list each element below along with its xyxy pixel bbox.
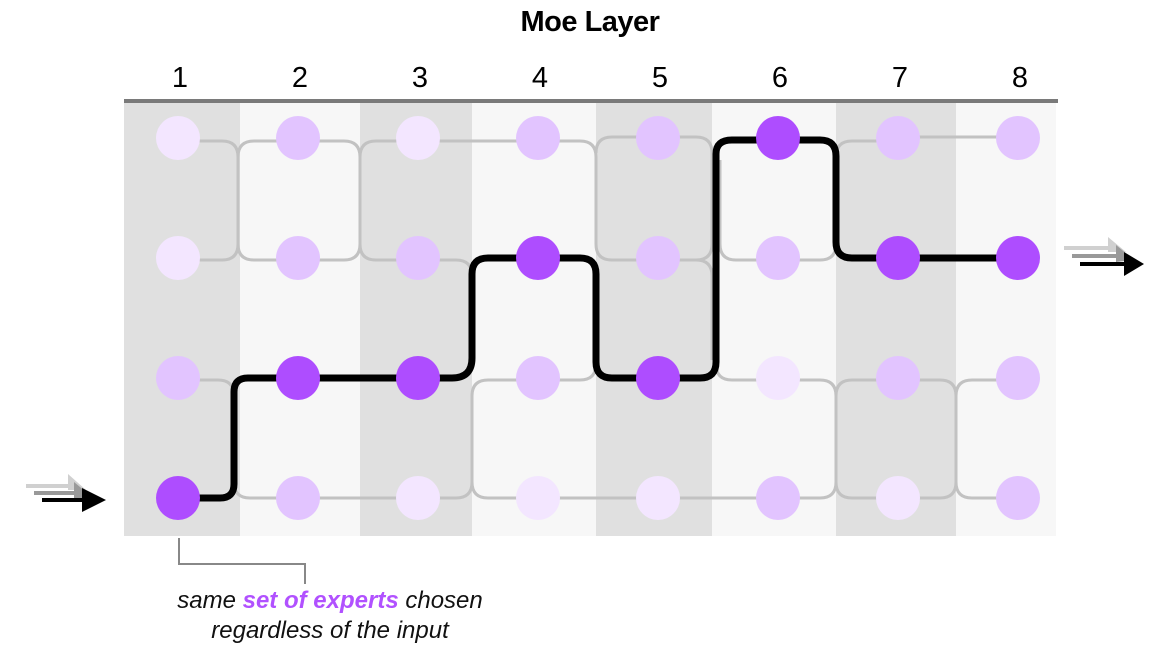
band-4 bbox=[472, 103, 596, 536]
expert-node-l4-r2-selected bbox=[516, 236, 560, 280]
expert-node-l3-r1 bbox=[396, 116, 440, 160]
expert-node-l8-r3 bbox=[996, 356, 1040, 400]
layer-label-1: 1 bbox=[171, 62, 189, 94]
caption-highlight: set of experts bbox=[242, 587, 399, 614]
output-arrow-icon bbox=[1064, 237, 1144, 276]
expert-node-l8-r2-selected bbox=[996, 236, 1040, 280]
layer-axis-line bbox=[124, 99, 1058, 103]
expert-node-l8-r1 bbox=[996, 116, 1040, 160]
expert-node-l8-r4 bbox=[996, 476, 1040, 520]
band-5 bbox=[596, 103, 712, 536]
expert-node-l7-r1 bbox=[876, 116, 920, 160]
expert-node-l6-r4 bbox=[756, 476, 800, 520]
expert-node-l1-r2 bbox=[156, 236, 200, 280]
expert-node-l5-r1 bbox=[636, 116, 680, 160]
caption-line2: regardless of the input bbox=[211, 617, 449, 644]
expert-node-l4-r4 bbox=[516, 476, 560, 520]
expert-node-l7-r3 bbox=[876, 356, 920, 400]
annotation-caption: same set of experts chosen regardless of… bbox=[120, 586, 540, 646]
layer-label-4: 4 bbox=[531, 62, 549, 94]
annotation-leader-line bbox=[178, 538, 306, 584]
expert-node-l5-r2 bbox=[636, 236, 680, 280]
layer-label-5: 5 bbox=[651, 62, 669, 94]
expert-node-l3-r2 bbox=[396, 236, 440, 280]
expert-node-l2-r2 bbox=[276, 236, 320, 280]
expert-node-l6-r1-selected bbox=[756, 116, 800, 160]
expert-node-l5-r3-selected bbox=[636, 356, 680, 400]
expert-node-l1-r1 bbox=[156, 116, 200, 160]
layer-label-2: 2 bbox=[291, 62, 309, 94]
expert-node-l3-r3-selected bbox=[396, 356, 440, 400]
band-2 bbox=[240, 103, 360, 536]
expert-nodes bbox=[156, 116, 1040, 520]
expert-node-l4-r1 bbox=[516, 116, 560, 160]
expert-node-l4-r3 bbox=[516, 356, 560, 400]
expert-node-l7-r2-selected bbox=[876, 236, 920, 280]
expert-node-l2-r1 bbox=[276, 116, 320, 160]
layer-label-7: 7 bbox=[891, 62, 909, 94]
input-arrow-icon bbox=[26, 474, 106, 512]
expert-node-l1-r3 bbox=[156, 356, 200, 400]
expert-node-l5-r4 bbox=[636, 476, 680, 520]
layer-bands bbox=[124, 103, 1056, 536]
layer-label-6: 6 bbox=[771, 62, 789, 94]
diagram-title: Moe Layer bbox=[520, 6, 660, 38]
selected-route-path bbox=[198, 136, 1018, 502]
caption-prefix: same bbox=[177, 587, 243, 614]
band-1 bbox=[124, 103, 240, 536]
band-8 bbox=[956, 103, 1056, 536]
expert-node-l7-r4 bbox=[876, 476, 920, 520]
expert-node-l3-r4 bbox=[396, 476, 440, 520]
expert-node-l6-r2 bbox=[756, 236, 800, 280]
expert-node-l1-r4-selected bbox=[156, 476, 200, 520]
caption-suffix: chosen bbox=[398, 587, 483, 614]
expert-node-l6-r3 bbox=[756, 356, 800, 400]
band-7 bbox=[836, 103, 956, 536]
grey-connectors bbox=[198, 135, 998, 500]
layer-label-3: 3 bbox=[411, 62, 429, 94]
expert-node-l2-r4 bbox=[276, 476, 320, 520]
band-6 bbox=[712, 103, 836, 536]
expert-node-l2-r3-selected bbox=[276, 356, 320, 400]
band-3 bbox=[360, 103, 472, 536]
layer-label-8: 8 bbox=[1011, 62, 1029, 94]
